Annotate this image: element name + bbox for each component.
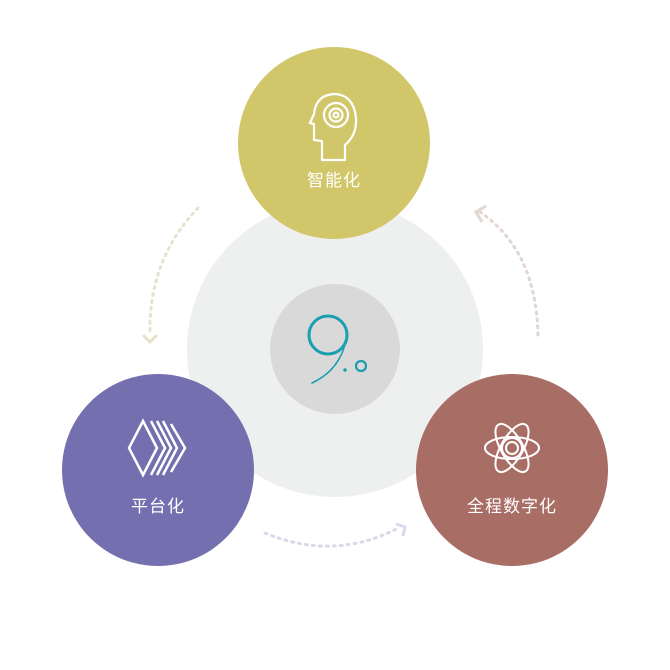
chevron-up-icon xyxy=(473,204,487,223)
inner-disc xyxy=(270,284,400,414)
chevron-down-icon xyxy=(141,333,159,345)
node-digital-label: 全程数字化 xyxy=(467,497,557,517)
atom-icon xyxy=(484,422,540,474)
stacked-diamonds-icon xyxy=(127,418,187,478)
node-digital-circle xyxy=(416,374,608,566)
node-platform-label: 平台化 xyxy=(131,497,185,517)
arrow-arc-right-to-top xyxy=(478,210,540,337)
node-platform-circle xyxy=(62,374,254,566)
arrow-arc-left-to-right xyxy=(263,525,402,548)
brain-maze-head-icon xyxy=(308,92,358,162)
logo-9-0-icon xyxy=(307,314,368,384)
node-intelligent-circle xyxy=(238,47,430,239)
chevron-right-icon xyxy=(395,522,407,537)
node-intelligent-label: 智能化 xyxy=(307,171,361,191)
arrow-arc-top-to-left xyxy=(148,206,200,337)
